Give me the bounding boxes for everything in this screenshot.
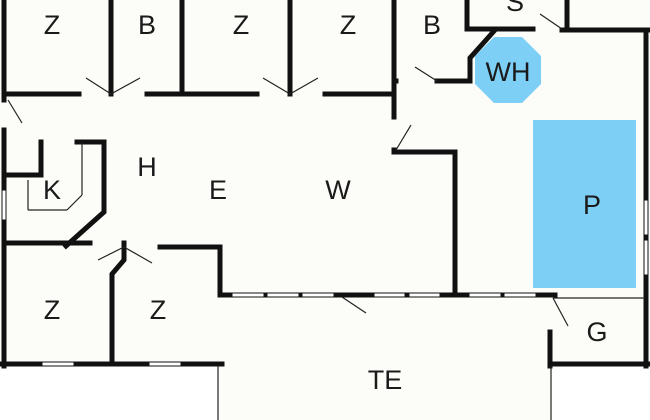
room-label-z4: Z [44,295,61,325]
door-swings [7,13,569,327]
room-label-z1: Z [44,10,61,40]
room-label-p: P [583,190,601,220]
room-label-z5: Z [150,295,167,325]
room-label-w: W [325,175,351,205]
room-label-k: K [43,175,61,205]
room-label-z3: Z [340,10,357,40]
room-label-z2: Z [233,10,250,40]
room-label-e: E [209,175,227,205]
pool-rect [533,120,636,288]
room-label-s: S [506,0,524,17]
room-label-te: TE [368,365,403,395]
whirlpool-octagon [475,37,541,103]
room-label-h: H [137,152,157,182]
room-label-b1: B [138,10,156,40]
room-label-b2: B [423,10,441,40]
room-label-g: G [586,317,607,347]
room-label-wh: WH [486,57,531,87]
windows [1,189,649,367]
